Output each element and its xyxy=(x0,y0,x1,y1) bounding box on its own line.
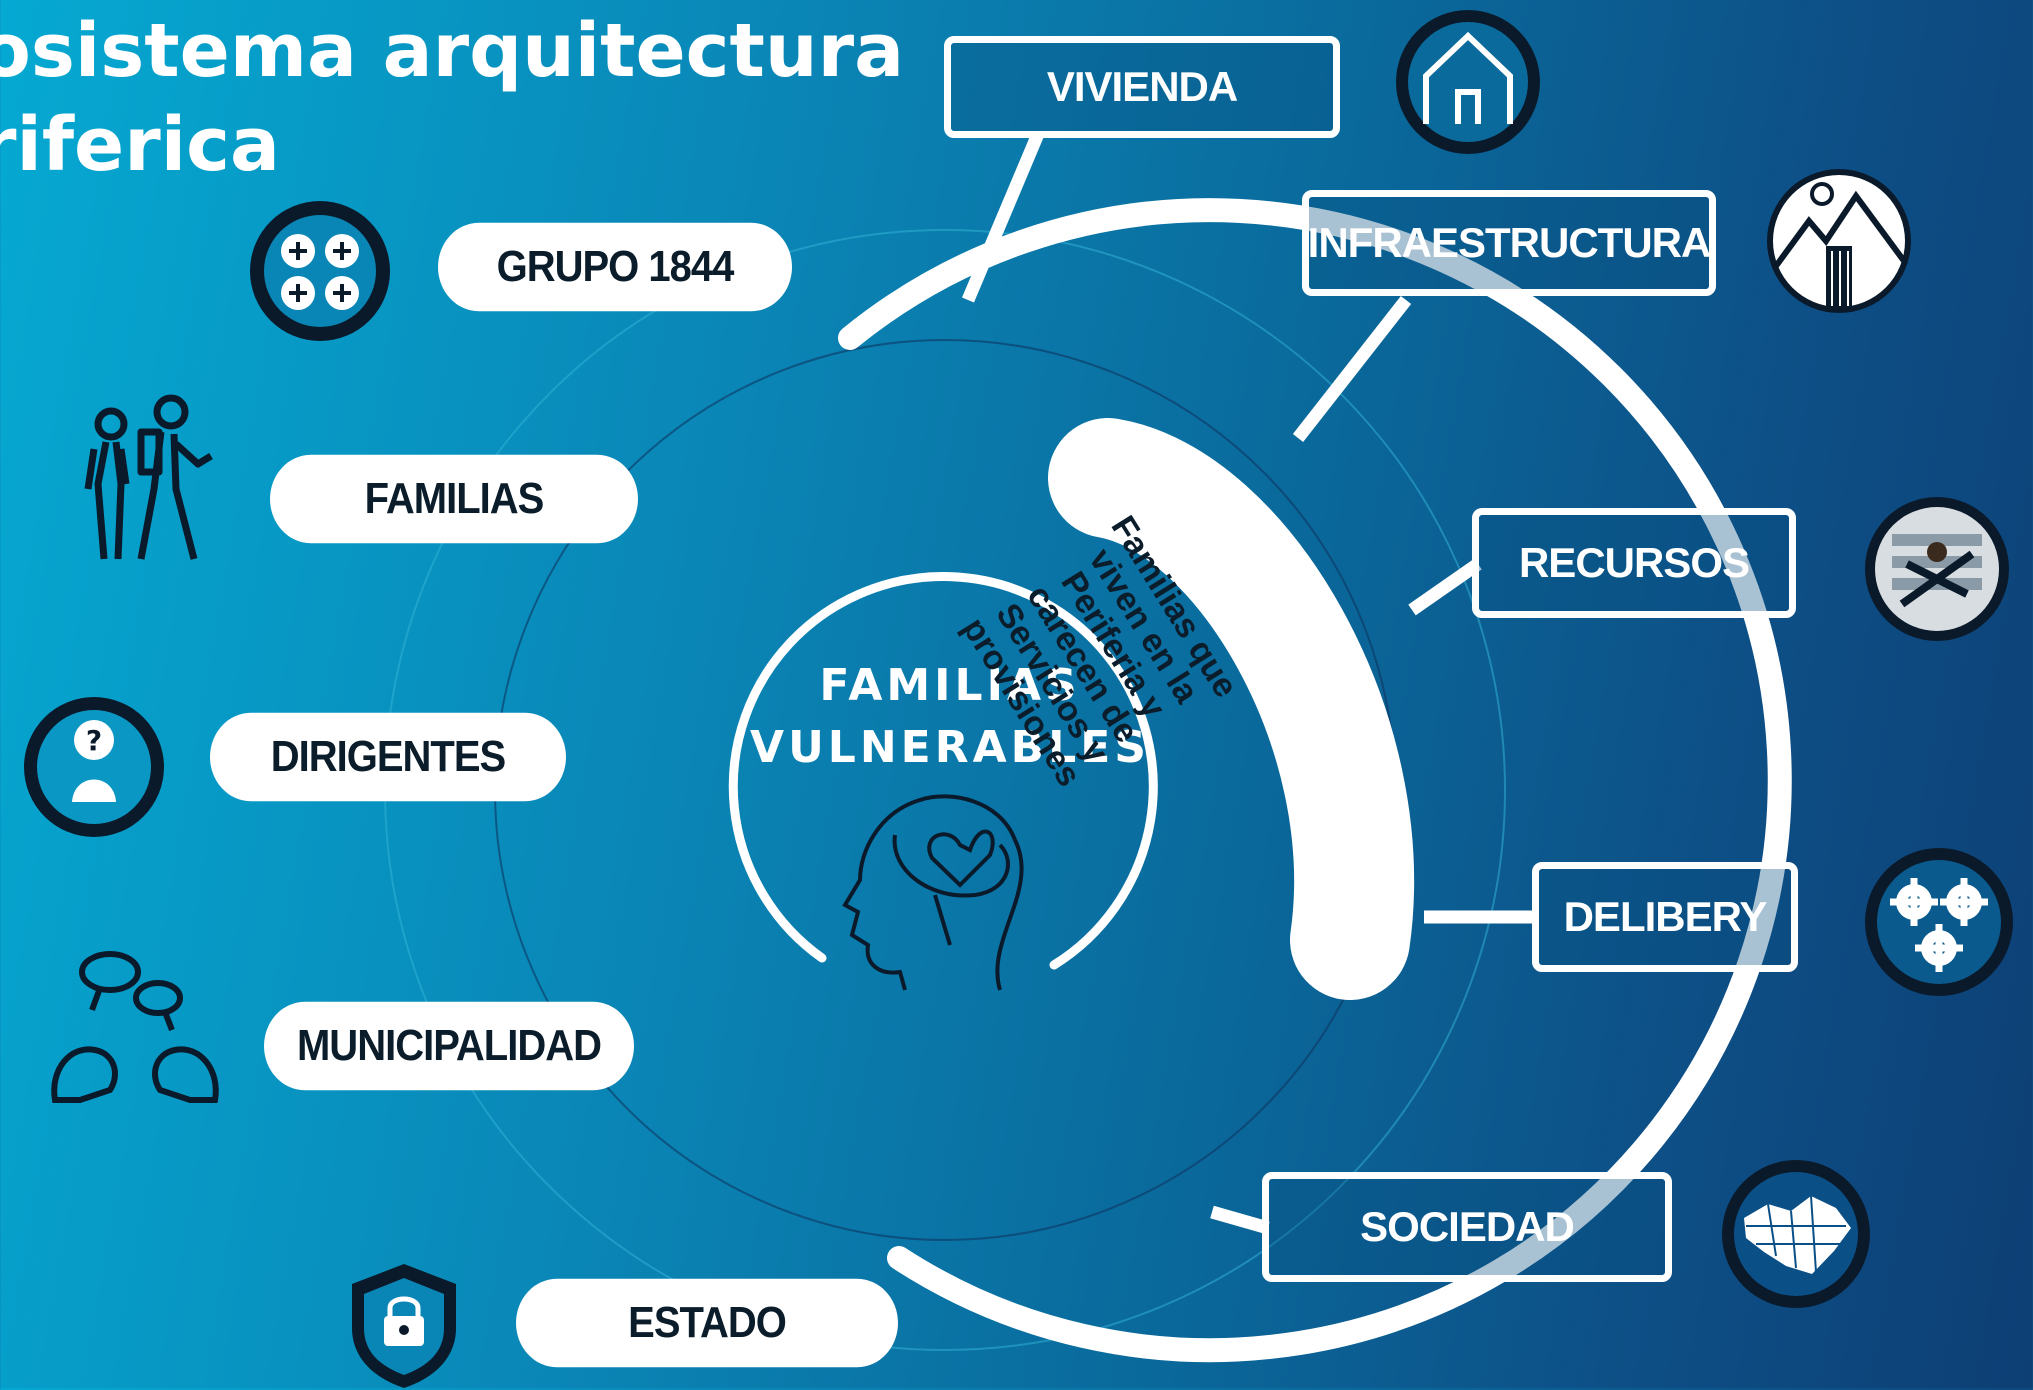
actor-pill-grupo-1844: GRUPO 1844 xyxy=(438,222,792,312)
arc-text-band xyxy=(1048,418,1415,1000)
center-title-line-2: VULNERABLES xyxy=(750,722,1150,773)
connector-infraestructura xyxy=(1292,295,1412,443)
center-title-line-1: FAMILIAS xyxy=(819,660,1081,711)
head-heart-icon xyxy=(842,794,1024,991)
need-box-delibery: DELIBERY xyxy=(1532,862,1798,972)
center-arc xyxy=(728,572,1158,970)
page-title-line-2: riferica xyxy=(0,102,280,188)
main-ring-arc xyxy=(838,198,1792,1363)
need-box-infraestructura: INFRAESTRUCTURA xyxy=(1302,190,1716,296)
resources-photo-icon xyxy=(1865,497,2009,641)
actor-pill-dirigentes: DIRIGENTES xyxy=(210,712,566,802)
connector-recursos xyxy=(1408,558,1482,616)
connector-sociedad xyxy=(1210,1205,1270,1235)
actor-pill-estado: ESTADO xyxy=(516,1278,898,1368)
center-title: FAMILIAS VULNERABLES xyxy=(740,655,1160,779)
shield-lock-icon xyxy=(352,1264,456,1388)
gears-icon xyxy=(1865,848,2013,996)
house-icon xyxy=(1396,10,1540,154)
svg-text:?: ? xyxy=(86,724,102,757)
need-box-recursos: RECURSOS xyxy=(1472,508,1796,618)
mountains-waterfall-icon xyxy=(1767,169,1911,313)
need-box-sociedad: SOCIEDAD xyxy=(1262,1172,1672,1282)
page-title-line-1: osistema arquitectura xyxy=(0,8,905,94)
question-person-icon: ? xyxy=(24,697,164,837)
actor-pill-municipalidad: MUNICIPALIDAD xyxy=(264,1001,634,1091)
connector-vivienda xyxy=(962,131,1044,303)
hikers-icon xyxy=(84,394,213,560)
plus-grid-icon xyxy=(250,201,390,341)
map-icon xyxy=(1722,1160,1870,1308)
actor-pill-familias: FAMILIAS xyxy=(270,454,638,544)
dialogue-heads-icon xyxy=(51,951,219,1103)
need-box-vivienda: VIVIENDA xyxy=(944,36,1340,138)
